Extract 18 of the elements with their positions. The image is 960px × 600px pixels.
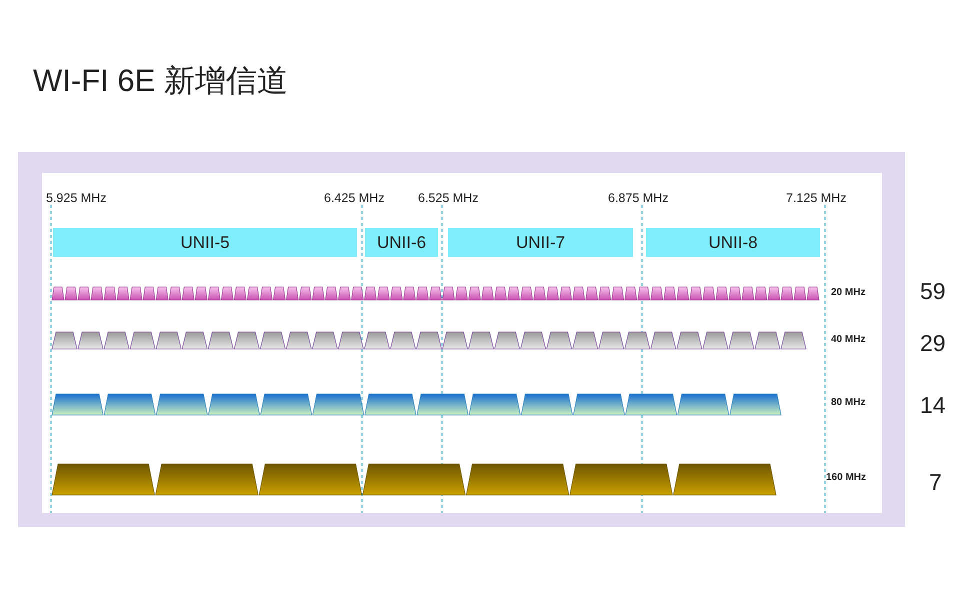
band-box: UNII-8 [646,228,820,257]
channel-count: 7 [929,469,942,496]
bandwidth-label: 160 MHz [826,472,866,483]
frequency-label: 5.925 MHz [46,191,106,205]
frequency-label: 7.125 MHz [786,191,846,205]
bandwidth-label: 40 MHz [831,334,866,345]
frequency-label: 6.875 MHz [608,191,668,205]
title: WI-FI 6E 新增信道 [33,62,288,100]
band-box: UNII-5 [53,228,357,257]
bandwidth-label: 80 MHz [831,397,866,408]
channel-count: 29 [920,330,946,357]
channel-count: 59 [920,278,946,305]
band-box: UNII-7 [448,228,633,257]
frequency-label: 6.525 MHz [418,191,478,205]
band-box: UNII-6 [365,228,438,257]
channel-count: 14 [920,392,946,419]
frequency-label: 6.425 MHz [324,191,384,205]
bandwidth-label: 20 MHz [831,287,866,298]
